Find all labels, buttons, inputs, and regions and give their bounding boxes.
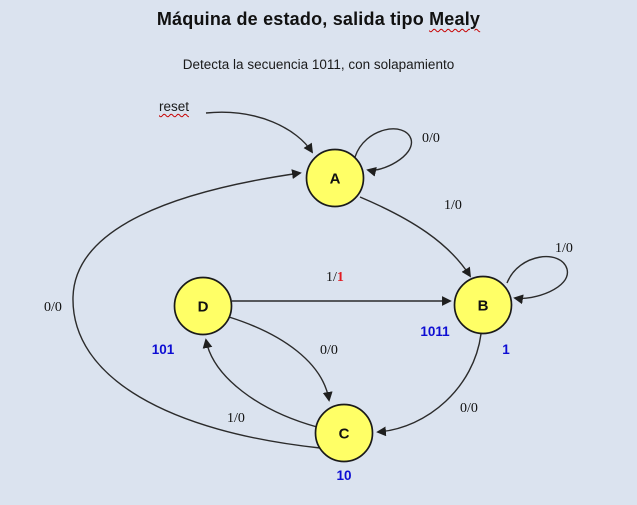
- page-title-text: Máquina de estado, salida tipo: [156, 9, 430, 29]
- state-a: A: [305, 148, 365, 208]
- transition-c-to-d-arrow: [202, 338, 318, 428]
- label-d-to-b: 1/1: [326, 270, 344, 285]
- state-a-label: A: [330, 171, 341, 188]
- label-d-to-b-output: 1: [337, 270, 344, 285]
- label-a-to-b: 1/0: [444, 198, 462, 213]
- state-b-circle: [453, 275, 513, 335]
- transition-a-to-b-arrow: [359, 196, 471, 278]
- transition-b-to-c-arrow: [376, 333, 482, 437]
- label-b-to-c: 0/0: [460, 401, 478, 416]
- reset-label: reset: [159, 99, 190, 114]
- state-c: C: [314, 403, 374, 463]
- label-d-to-b-input: 1/: [326, 270, 337, 285]
- label-c-to-a: 0/0: [44, 300, 62, 315]
- state-d-circle: [173, 276, 233, 336]
- state-d: D: [173, 276, 233, 336]
- state-c-circle: [314, 403, 374, 463]
- state-b-label: B: [478, 298, 489, 315]
- transition-b-self-loop-arrow: [506, 255, 568, 305]
- annotation-b-sequence-1011: 1011: [420, 324, 450, 339]
- state-d-label: D: [198, 299, 209, 316]
- annotation-b-sequence-1: 1: [502, 342, 510, 357]
- transition-d-to-c-arrow: [228, 316, 333, 402]
- page-subtitle: Detecta la secuencia 1011, con solapamie…: [182, 57, 455, 72]
- state-a-circle: [305, 148, 365, 208]
- annotation-c-sequence-10: 10: [336, 468, 351, 483]
- transition-reset-to-a-arrow: [205, 111, 314, 154]
- transition-a-self-loop-arrow: [354, 128, 412, 177]
- annotation-d-sequence-101: 101: [152, 342, 175, 357]
- page-title: Máquina de estado, salida tipo Mealy: [0, 9, 637, 30]
- label-d-to-c: 0/0: [320, 343, 338, 358]
- state-b: B: [453, 275, 513, 335]
- label-c-to-d: 1/0: [227, 411, 245, 426]
- label-a-self-loop: 0/0: [422, 131, 440, 146]
- state-c-label: C: [339, 426, 350, 443]
- transition-c-to-a-arrow: [72, 169, 321, 449]
- page-title-misspelled-word: Mealy: [429, 9, 481, 29]
- label-b-self-loop: 1/0: [555, 241, 573, 256]
